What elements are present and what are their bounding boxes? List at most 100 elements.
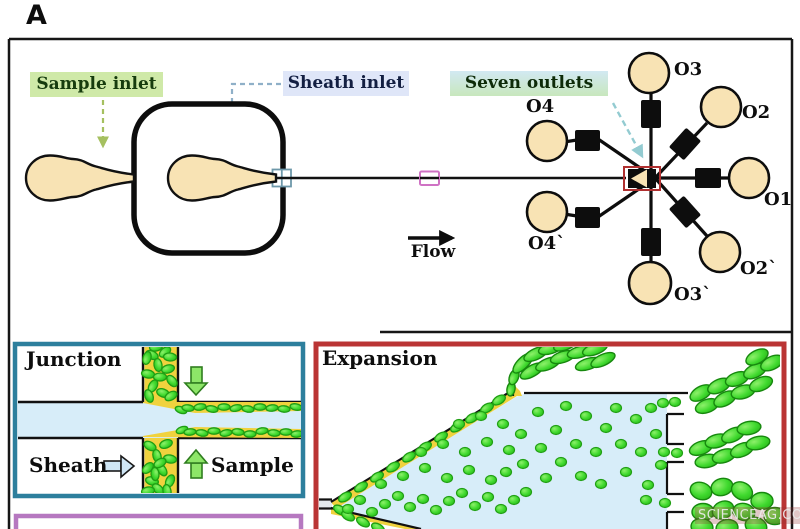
- cell: [553, 347, 579, 352]
- expansion-panel-title: Expansion: [322, 346, 438, 370]
- cell: [549, 424, 563, 436]
- cell: [277, 405, 291, 413]
- cell: [140, 486, 156, 493]
- cell: [502, 444, 516, 456]
- cell: [657, 446, 671, 458]
- cell: [436, 438, 450, 450]
- cell: [195, 429, 209, 437]
- cell: [255, 427, 269, 435]
- cell: [656, 397, 670, 409]
- cell: [414, 446, 428, 458]
- cell: [267, 429, 281, 437]
- cell: [370, 522, 386, 529]
- seven-outlets-arrow: [611, 102, 644, 159]
- cell: [629, 413, 643, 425]
- cell: [403, 501, 417, 513]
- cell: [644, 402, 658, 414]
- cell: [480, 436, 494, 448]
- cell: [619, 466, 633, 478]
- outlet-label-o2: O2: [742, 102, 771, 123]
- pink-panel: [13, 513, 304, 529]
- cell: [569, 438, 583, 450]
- panel-a-border: [7, 37, 794, 529]
- cell: [516, 458, 530, 470]
- cell: [507, 494, 521, 506]
- cell: [153, 457, 167, 469]
- outlet-label-o1: O1: [764, 189, 793, 210]
- cell: [715, 518, 739, 529]
- cell: [496, 418, 510, 430]
- cell: [241, 405, 255, 413]
- expansion-cells: [332, 347, 780, 529]
- cell: [183, 428, 197, 436]
- outlet-ports: [525, 51, 771, 306]
- cell: [386, 461, 400, 473]
- expansion-blue-region: [333, 394, 667, 529]
- cell: [391, 490, 405, 502]
- cell: [614, 438, 628, 450]
- cell: [531, 406, 545, 418]
- cell: [649, 428, 663, 440]
- cell: [514, 428, 528, 440]
- cell: [452, 418, 466, 430]
- cell: [668, 396, 682, 408]
- cell: [365, 506, 379, 518]
- cell: [484, 474, 498, 486]
- cell: [205, 405, 219, 413]
- cell: [711, 500, 735, 520]
- cell: [458, 446, 472, 458]
- cell: [634, 446, 648, 458]
- cell: [609, 402, 623, 414]
- outlet-label-o3-prime: O3`: [674, 284, 712, 305]
- sheath-flow-label: Sheath: [29, 453, 108, 477]
- cell: [150, 466, 160, 482]
- cell: [162, 352, 178, 362]
- cell: [494, 503, 508, 515]
- cell: [396, 470, 410, 482]
- cell: [289, 403, 301, 411]
- cell: [402, 451, 416, 463]
- cell: [745, 348, 769, 366]
- cell: [590, 351, 616, 369]
- outlet-label-o3: O3: [674, 59, 703, 80]
- outlet-label-o2-prime: O2`: [740, 258, 778, 279]
- outlet-label-o4: O4: [526, 96, 555, 117]
- cell: [468, 500, 482, 512]
- sample-down-arrow-icon: [183, 366, 209, 397]
- cell: [160, 364, 176, 374]
- cell: [554, 456, 568, 468]
- cell: [492, 394, 506, 406]
- cell: [217, 403, 231, 411]
- cell: [750, 491, 774, 511]
- cell: [193, 403, 207, 411]
- cell: [353, 494, 367, 506]
- cell: [462, 464, 476, 476]
- cell: [519, 486, 533, 498]
- cell: [654, 459, 668, 471]
- cell: [745, 435, 771, 451]
- cell: [148, 347, 164, 352]
- cell: [579, 410, 593, 422]
- cell: [594, 478, 608, 490]
- figure-label: A: [26, 0, 47, 31]
- cell: [354, 481, 368, 493]
- cell: [355, 516, 371, 528]
- cell: [440, 472, 454, 484]
- cell: [689, 481, 713, 501]
- cell: [341, 503, 355, 515]
- outlet-label-o4-prime: O4`: [528, 233, 566, 254]
- cell: [760, 354, 780, 372]
- cell: [670, 447, 684, 459]
- cell: [559, 400, 573, 412]
- cell: [416, 493, 430, 505]
- cell: [639, 494, 653, 506]
- cell: [442, 495, 456, 507]
- cell: [338, 491, 352, 503]
- cell: [153, 357, 163, 373]
- sheath-inlet-label: Sheath inlet: [283, 71, 409, 96]
- cell: [744, 516, 768, 529]
- cell: [748, 375, 774, 393]
- cell: [736, 420, 762, 436]
- flow-resistors: [575, 100, 721, 256]
- cell: [290, 430, 301, 438]
